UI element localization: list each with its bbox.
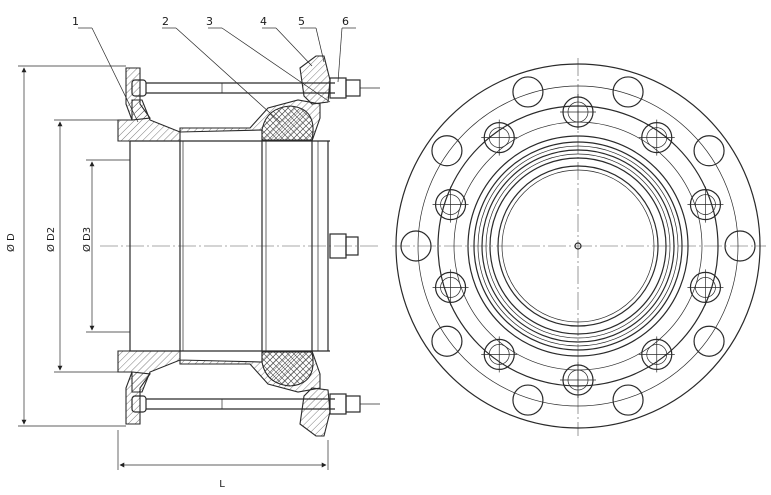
body-outer-circle [467, 135, 689, 357]
bottom-gland-section [299, 387, 331, 437]
bolt-hole [481, 119, 518, 156]
gasket-ring-1 [477, 145, 679, 347]
front-view [392, 58, 766, 436]
bolt-hole [432, 186, 469, 223]
gasket-ring-2 [481, 149, 675, 343]
bolt-pcd-outer [417, 85, 739, 407]
gasket-outer-circle [473, 141, 683, 351]
bolt-holes [432, 94, 724, 398]
bore-circle-outer [497, 165, 659, 327]
flange-hole [400, 230, 432, 262]
flange-hole [512, 76, 544, 108]
center-mark [574, 242, 582, 250]
flange-hole [431, 135, 463, 167]
flange-hole [431, 325, 463, 357]
flange-lugs [400, 76, 756, 416]
bolt-hole [638, 119, 675, 156]
bore-circle-inner [501, 169, 655, 323]
bolt-hole [560, 94, 596, 130]
flange-hole [693, 325, 725, 357]
flange-outer-circle [395, 63, 761, 429]
dimension-d2-label: Ø D2 [45, 227, 57, 252]
flange-hole [693, 135, 725, 167]
bolt-hole [638, 336, 675, 373]
bolt-hole [432, 269, 469, 306]
dimension-od: Ø D [5, 65, 126, 427]
dimension-d3: Ø D3 [81, 159, 130, 333]
gasket-ring-3 [485, 153, 671, 339]
callout-1: 1 [72, 15, 79, 28]
callout-4: 4 [260, 15, 267, 28]
dimension-length: L [117, 430, 329, 490]
callout-6: 6 [342, 15, 349, 28]
side-section-view: Ø D Ø D2 Ø D3 L [5, 15, 380, 490]
flange-hole [512, 384, 544, 416]
dimension-length-label: L [219, 479, 225, 490]
callout-2: 2 [162, 15, 169, 28]
middle-bolt [329, 233, 359, 259]
bottom-gasket [261, 351, 314, 387]
dimension-d2: Ø D2 [45, 119, 120, 373]
bolt-hole [481, 336, 518, 373]
top-bolt [131, 77, 380, 99]
bolt-hole [687, 186, 724, 223]
callout-5: 5 [298, 15, 305, 28]
callout-leaders [78, 27, 356, 123]
bottom-bolt [131, 393, 380, 415]
bolt-hole [687, 269, 724, 306]
flange-hole [612, 76, 644, 108]
dimension-d3-label: Ø D3 [81, 227, 93, 252]
bolt-hole [560, 362, 596, 398]
flange-hole [612, 384, 644, 416]
top-gland-section [299, 55, 331, 105]
gasket-ring-4 [489, 157, 667, 335]
top-gasket [261, 105, 314, 141]
flange-hole [724, 230, 756, 262]
callout-3: 3 [206, 15, 213, 28]
dimension-od-label: Ø D [5, 233, 17, 252]
